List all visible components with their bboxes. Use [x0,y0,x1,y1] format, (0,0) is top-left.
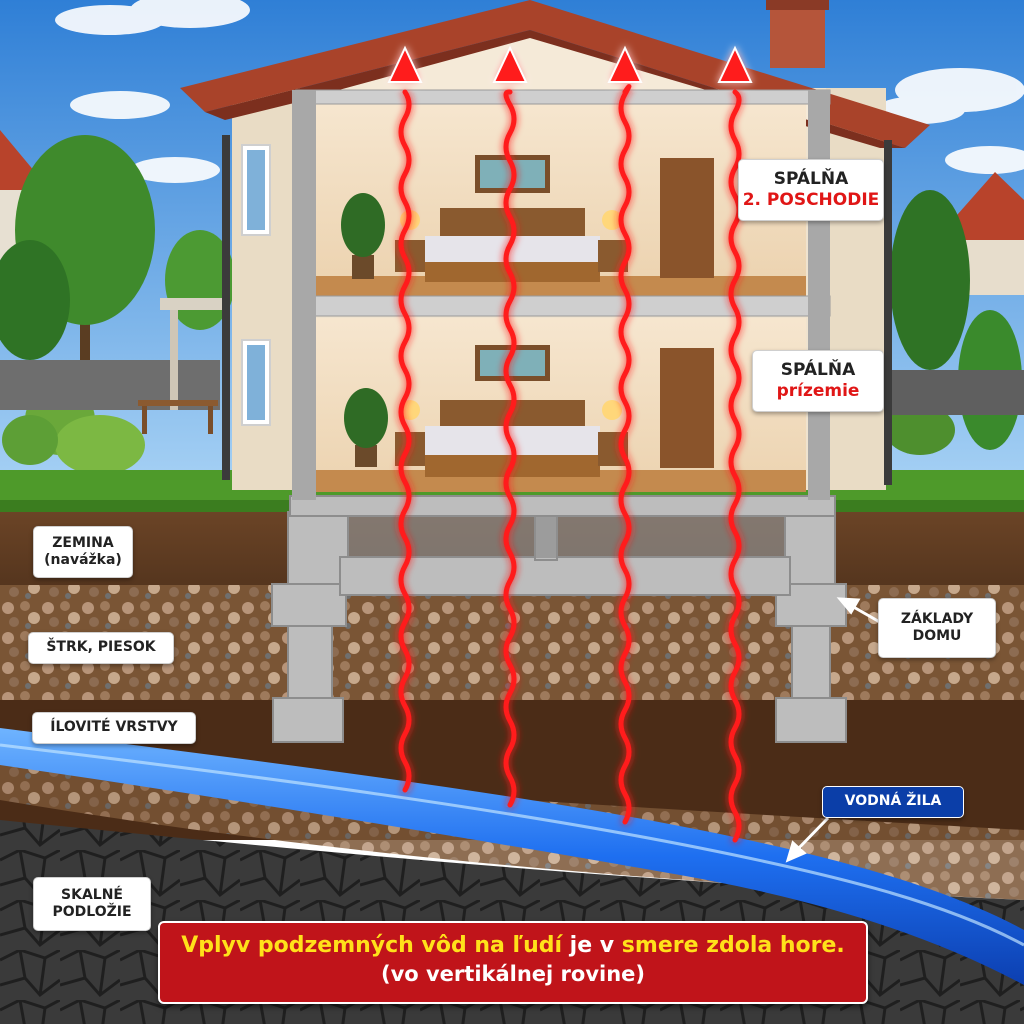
label-bedrock: SKALNÉ PODLOŽIE [33,877,151,931]
label-bedrock-line1: SKALNÉ [61,886,123,903]
label-water-vein: VODNÁ ŽILA [822,786,964,818]
label-bedroom-upper-line1: SPÁLŇA [773,168,849,189]
water-vein [0,728,1024,985]
label-bedroom-ground-line2: prízemie [776,381,860,401]
radiation-wave-3 [618,84,632,825]
label-water-vein-text: VODNÁ ŽILA [844,793,942,810]
label-bedroom-upper-line2: 2. POSCHODIE [742,190,880,210]
label-bedroom-ground: SPÁLŇA prízemie [752,350,884,412]
radiation-wave-1 [398,89,412,793]
label-soil-line2: (navážka) [44,552,122,568]
pergola [138,298,230,434]
drainpipe-right [884,140,892,485]
radiation-arrowhead-2 [492,45,528,83]
label-clay-text: ÍLOVITÉ VRSTVY [50,719,178,736]
caption-part1: Vplyv podzemných vôd na ľudí [181,933,563,958]
radiation-arrowhead-1 [387,45,423,83]
radiation-arrowhead-3 [607,45,643,83]
fence-right [890,370,1024,415]
label-soil: ZEMINA (navážka) [33,526,133,578]
caption-line2: (vo vertikálnej rovine) [380,962,646,986]
label-foundations: ZÁKLADY DOMU [878,598,996,658]
caption-banner: Vplyv podzemných vôd na ľudí je v smere … [158,921,868,1004]
drainpipe-left [222,135,230,480]
caption-part2: je v [562,933,622,958]
floor-slab [295,295,831,317]
radiation-arrowhead-4 [717,45,753,83]
label-bedroom-upper: SPÁLŇA 2. POSCHODIE [738,159,884,221]
label-bedrock-line2: PODLOŽIE [52,904,132,920]
label-gravel: ŠTRK, PIESOK [28,632,174,664]
label-clay: ÍLOVITÉ VRSTVY [32,712,196,744]
label-foundations-line1: ZÁKLADY [900,610,974,627]
label-foundations-line2: DOMU [912,628,962,644]
label-bedroom-ground-line1: SPÁLŇA [780,359,856,380]
caption-part3: smere zdola hore. [621,933,845,958]
radiation-waves [387,45,753,843]
label-gravel-text: ŠTRK, PIESOK [46,639,156,656]
label-soil-line1: ZEMINA [52,534,114,551]
radiation-wave-2 [503,89,517,808]
caption-line1: Vplyv podzemných vôd na ľudí je v smere … [160,933,866,958]
